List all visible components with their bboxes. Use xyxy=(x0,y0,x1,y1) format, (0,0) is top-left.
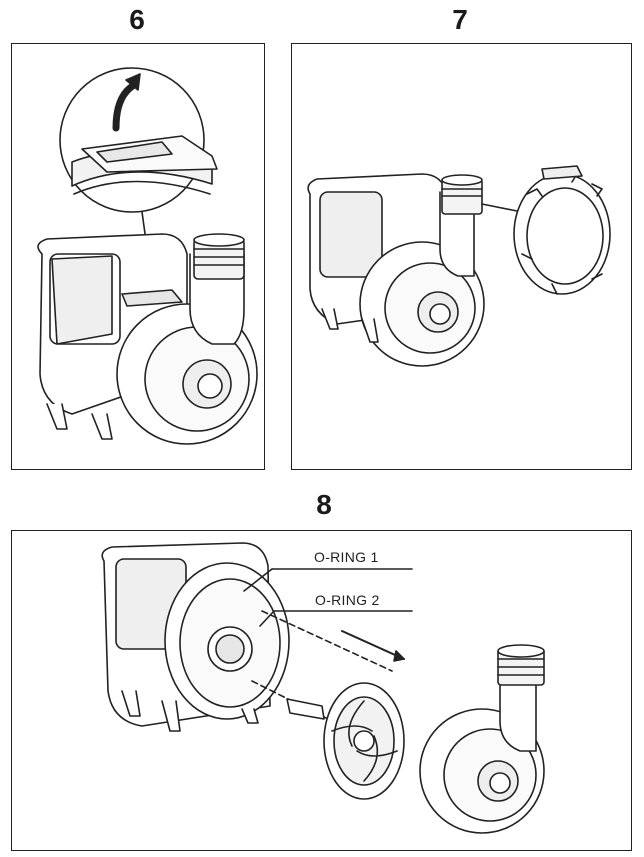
direction-arrow-icon xyxy=(341,630,405,660)
step-7-number: 7 xyxy=(452,4,468,35)
step-7-panel xyxy=(291,43,632,470)
step-8-illustration xyxy=(101,542,545,834)
step-8-number: 8 xyxy=(316,489,332,520)
step-6-illustration xyxy=(37,67,258,445)
step-6-number: 6 xyxy=(129,4,145,35)
step-8-panel: O-RING 1 O-RING 2 xyxy=(11,530,632,851)
oring-2-label: O-RING 2 xyxy=(315,592,380,608)
step-6-panel xyxy=(11,43,265,470)
oring-1-label: O-RING 1 xyxy=(314,549,379,565)
step-7-illustration xyxy=(307,165,611,367)
